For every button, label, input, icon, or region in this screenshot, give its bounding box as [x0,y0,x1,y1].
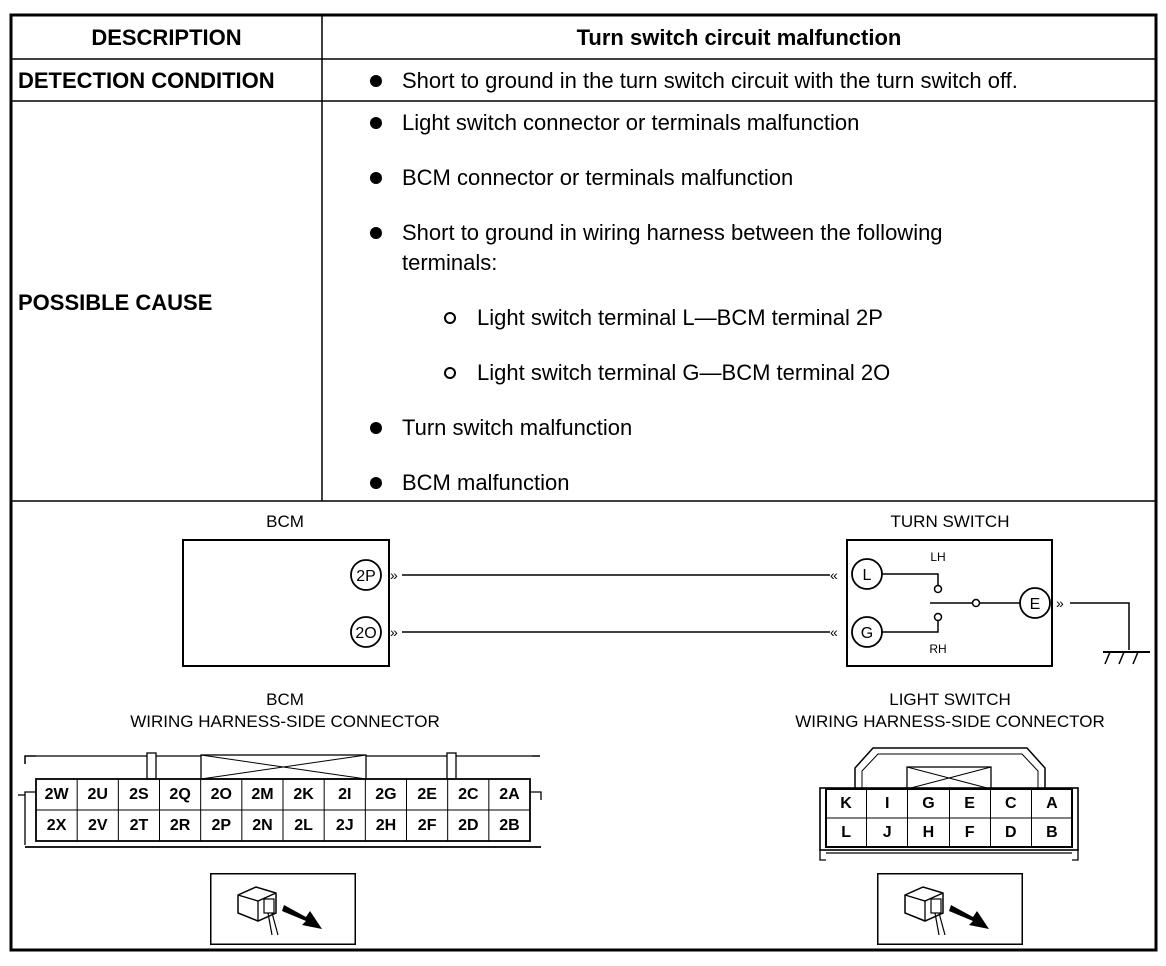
pin: D [991,818,1032,847]
pin: C [991,789,1032,818]
pin: 2B [499,817,520,834]
pin: 2G [375,786,397,803]
pin: 2X [46,817,67,834]
pin: 2E [417,786,437,803]
terminal-2o-label: 2O [355,625,376,642]
cause-item-continuation: terminals: [402,250,498,275]
possible-cause-label: POSSIBLE CAUSE [18,290,213,315]
pin: 2L [294,817,313,834]
pin: B [1046,824,1058,841]
terminal-2p [350,559,382,591]
connector-chevron-icon: » [1056,595,1064,611]
bcm-title: BCM [266,512,304,531]
bullet-icon [370,477,382,489]
pin: 2K [293,786,314,803]
bcm-connector-pins: 2W 2U 2S 2Q 2O 2M 2K 2I 2G 2E 2C 2A 2X 2… [36,779,530,841]
bullet-icon [370,172,382,184]
bullet-icon [370,117,382,129]
sub-bullet-icon [444,312,456,324]
pin: 2O [210,786,232,803]
terminal-e [1019,587,1051,619]
connector-chevron-icon: « [830,567,838,583]
pin: G [908,789,950,818]
pin: H [908,818,950,847]
cause-subitem: Light switch terminal L—BCM terminal 2P [477,305,883,330]
detection-condition-label: DETECTION CONDITION [18,68,275,93]
terminal-g-label: G [861,625,873,642]
pin: 2C [458,786,479,803]
pin: 2A [499,786,520,803]
light-connector-title: LIGHT SWITCH [889,690,1011,709]
pin: 2Q [169,786,191,803]
connector-probe-icon [210,873,356,945]
cause-item: BCM malfunction [402,470,570,495]
pin: 2U [87,786,108,803]
terminal-l-label: L [863,567,872,584]
header-title: Turn switch circuit malfunction [576,25,902,50]
pin: 2S [129,786,149,803]
rh-label: RH [929,642,946,656]
turn-switch-title: TURN SWITCH [890,512,1010,531]
pin: 2H [375,817,397,834]
terminal-e-label: E [1030,596,1041,613]
pin: 2W [44,786,69,803]
pin: J [867,818,909,847]
connector-chevron-icon: « [830,624,838,640]
pin: I [867,789,909,818]
terminal-2o [350,616,382,648]
cause-item: Short to ground in wiring harness betwee… [402,220,943,245]
light-connector-pins: K I G E C A L J H F D B [826,789,1072,847]
detection-condition-text: Short to ground in the turn switch circu… [402,68,1018,93]
pin: A [1046,795,1058,812]
pin: 2V [87,817,108,834]
pin: 2P [211,817,232,834]
cause-item: BCM connector or terminals malfunction [402,165,794,190]
turn-switch-box [846,539,1053,667]
lh-label: LH [930,550,945,564]
pin: L [826,818,868,847]
cause-subitem: Light switch terminal G—BCM terminal 2O [477,360,891,385]
bcm-connector-title: BCM [266,690,304,709]
pin: 2T [129,817,149,834]
connector-chevron-icon: » [390,624,398,640]
sub-bullet-icon [444,367,456,379]
pin: 2R [169,817,191,834]
cause-item: Light switch connector or terminals malf… [402,110,860,135]
pin: F [950,818,991,847]
cause-item: Turn switch malfunction [402,415,633,440]
bullet-icon [370,422,382,434]
light-connector-subtitle: WIRING HARNESS-SIDE CONNECTOR [795,712,1105,731]
pin: 2I [338,786,352,803]
pin: 2N [252,817,273,834]
bullet-icon [370,75,382,87]
ground-icon [1103,651,1150,665]
connector-chevron-icon: » [390,567,398,583]
bcm-connector-subtitle: WIRING HARNESS-SIDE CONNECTOR [130,712,440,731]
terminal-2p-label: 2P [356,568,376,585]
bullet-icon [370,227,382,239]
pin: 2D [458,817,479,834]
pin: E [950,789,991,818]
pin: 2M [251,786,274,803]
pin: 2J [335,817,354,834]
header-description: DESCRIPTION [91,25,242,50]
pin: K [826,789,868,818]
pin: 2F [417,817,437,834]
bcm-box [182,539,390,667]
connector-probe-icon [877,873,1023,945]
